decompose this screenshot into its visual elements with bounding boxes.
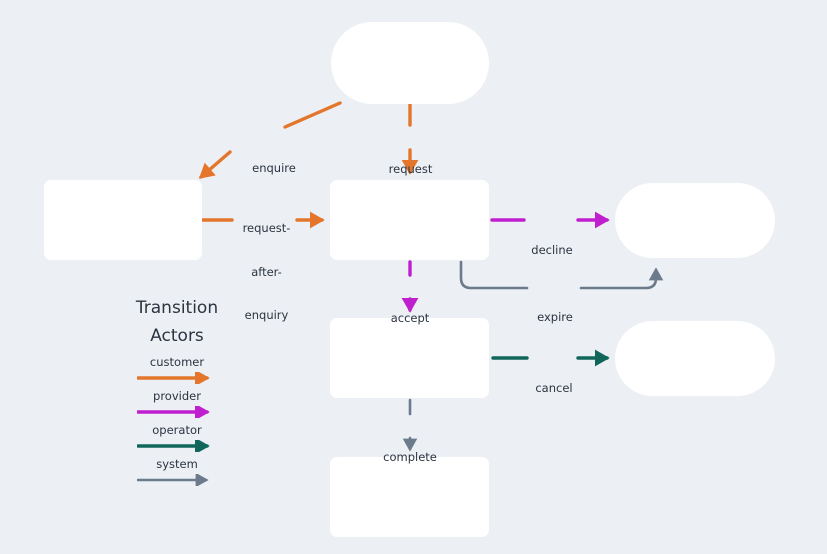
legend: Transition Actors customer provider oper… bbox=[118, 294, 236, 486]
edge-label-complete: complete bbox=[378, 421, 442, 494]
edge-expire bbox=[459, 260, 664, 290]
edge-label-accept: accept bbox=[385, 282, 435, 355]
edge-label-accept-line-1: accept bbox=[390, 311, 430, 325]
node-canceled[interactable] bbox=[615, 321, 775, 396]
legend-arrow-provider-icon bbox=[137, 406, 210, 418]
legend-item-customer: customer bbox=[118, 354, 236, 384]
legend-title-line-1: Transition bbox=[135, 298, 219, 318]
edge-enquire bbox=[198, 101, 342, 179]
edge-label-enquire-line-1: enquire bbox=[252, 161, 296, 175]
edge-label-request-after-enquiry-line-1: request- bbox=[242, 221, 291, 235]
legend-item-operator-label: operator bbox=[152, 423, 202, 437]
legend-item-operator: operator bbox=[118, 422, 236, 452]
legend-arrow-customer-icon bbox=[137, 372, 210, 384]
edge-label-request-after-enquiry-line-2: after- bbox=[251, 264, 282, 279]
edge-label-decline-line-1: decline bbox=[531, 243, 573, 257]
node-declined[interactable] bbox=[615, 183, 775, 258]
edge-label-cancel: cancel bbox=[529, 352, 579, 425]
legend-item-provider: provider bbox=[118, 388, 236, 418]
node-initial[interactable] bbox=[331, 22, 489, 104]
edge-label-expire: expire bbox=[530, 281, 580, 354]
legend-item-provider-label: provider bbox=[153, 389, 201, 403]
edge-label-request-line-1: request bbox=[388, 162, 433, 176]
edge-label-expire-line-1: expire bbox=[537, 310, 573, 324]
edge-label-decline: decline bbox=[526, 214, 578, 287]
legend-item-system-label: system bbox=[156, 457, 198, 471]
edge-label-enquire: enquire bbox=[243, 132, 305, 205]
node-accepted[interactable] bbox=[330, 318, 489, 398]
node-preauthorized[interactable] bbox=[330, 180, 489, 260]
legend-arrow-system-icon bbox=[137, 474, 209, 486]
legend-item-customer-label: customer bbox=[149, 355, 205, 369]
edge-label-request-after-enquiry: request- after- enquiry bbox=[238, 192, 295, 352]
legend-title-line-2: Actors bbox=[150, 326, 204, 346]
legend-item-system: system bbox=[118, 456, 236, 486]
edge-label-complete-line-1: complete bbox=[383, 450, 437, 464]
edge-label-request: request bbox=[383, 133, 438, 206]
node-enquiry[interactable] bbox=[44, 180, 202, 260]
edge-label-request-after-enquiry-line-3: enquiry bbox=[244, 308, 289, 322]
legend-arrow-operator-icon bbox=[137, 440, 210, 452]
node-delivered[interactable] bbox=[330, 457, 489, 537]
edge-label-cancel-line-1: cancel bbox=[535, 381, 573, 395]
